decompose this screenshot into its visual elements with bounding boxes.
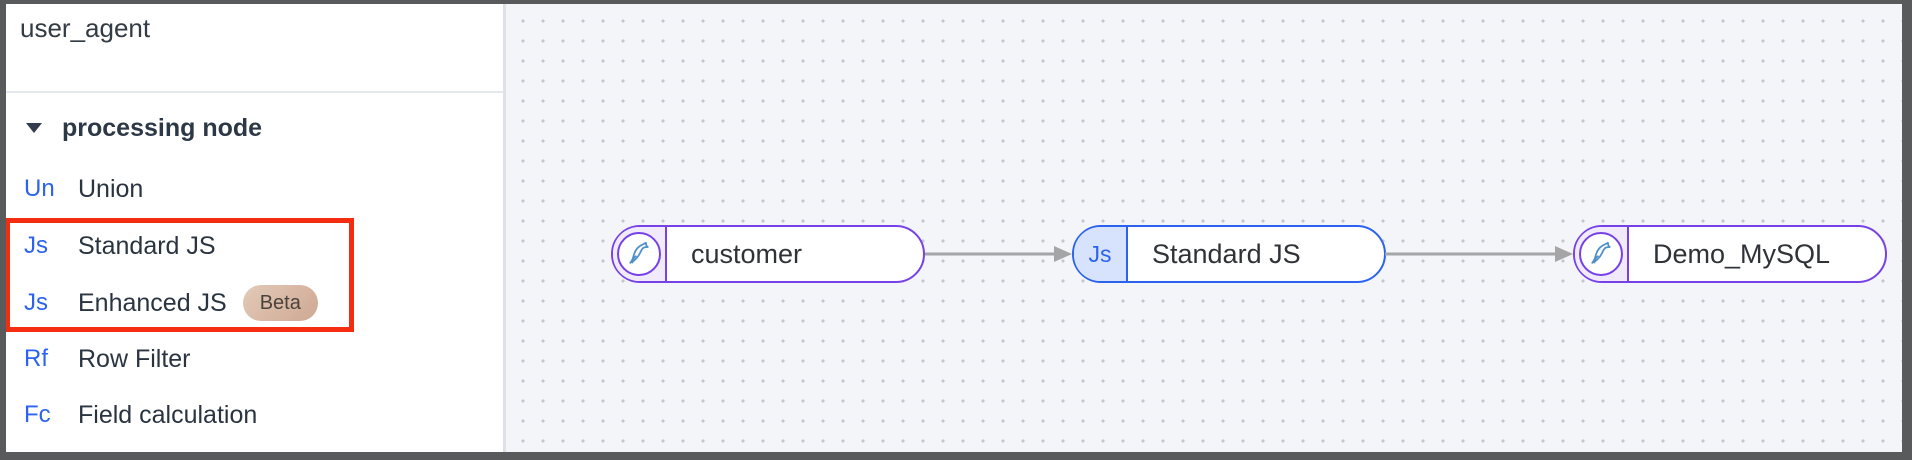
palette-item-label: Field calculation <box>78 400 258 429</box>
palette-item-union[interactable]: Un Union <box>6 161 503 217</box>
row-filter-abbr-icon: Rf <box>24 345 48 372</box>
js-abbr-icon: Js <box>24 232 48 259</box>
node-label: Demo_MySQL <box>1653 238 1831 269</box>
palette-item-label: Enhanced JS <box>78 288 227 317</box>
chevron-down-icon <box>26 123 42 133</box>
node-icon-section: Js <box>1074 227 1128 281</box>
field-calc-abbr-icon: Fc <box>24 401 51 428</box>
palette-item-field-calculation[interactable]: Fc Field calculation <box>6 387 503 443</box>
palette-item-label: Standard JS <box>78 231 216 260</box>
palette-search-input[interactable] <box>20 6 460 50</box>
pipeline-editor: processing node Un Union Js Standard JS … <box>6 4 1902 452</box>
mysql-dolphin-icon <box>617 232 661 276</box>
sidebar-divider <box>6 91 503 93</box>
edge-standard-js-to-demo-mysql[interactable] <box>1385 239 1573 269</box>
palette-item-standard-js[interactable]: Js Standard JS <box>6 218 503 274</box>
palette-item-label: Union <box>78 174 144 203</box>
node-icon-section <box>613 227 667 281</box>
node-icon-section <box>1575 227 1629 281</box>
js-badge-icon: Js <box>1088 240 1112 267</box>
palette-item-enhanced-js[interactable]: Js Enhanced JS Beta <box>6 275 503 331</box>
union-abbr-icon: Un <box>24 175 55 202</box>
pipeline-canvas[interactable]: customer Js Standard JS <box>506 4 1902 452</box>
palette-item-label: Row Filter <box>78 344 191 373</box>
section-label: processing node <box>62 113 263 142</box>
node-palette-sidebar: processing node Un Union Js Standard JS … <box>6 4 506 452</box>
node-label: Standard JS <box>1152 238 1301 269</box>
node-standard-js[interactable]: Js Standard JS <box>1072 225 1386 283</box>
js-abbr-icon: Js <box>24 289 48 316</box>
node-label: customer <box>691 238 803 269</box>
beta-badge: Beta <box>242 285 318 321</box>
node-customer[interactable]: customer <box>611 225 925 283</box>
mysql-dolphin-icon <box>1579 232 1623 276</box>
node-demo-mysql[interactable]: Demo_MySQL <box>1573 225 1887 283</box>
palette-item-row-filter[interactable]: Rf Row Filter <box>6 331 503 387</box>
edge-customer-to-standard-js[interactable] <box>925 239 1072 269</box>
section-processing-node[interactable]: processing node <box>6 106 503 150</box>
